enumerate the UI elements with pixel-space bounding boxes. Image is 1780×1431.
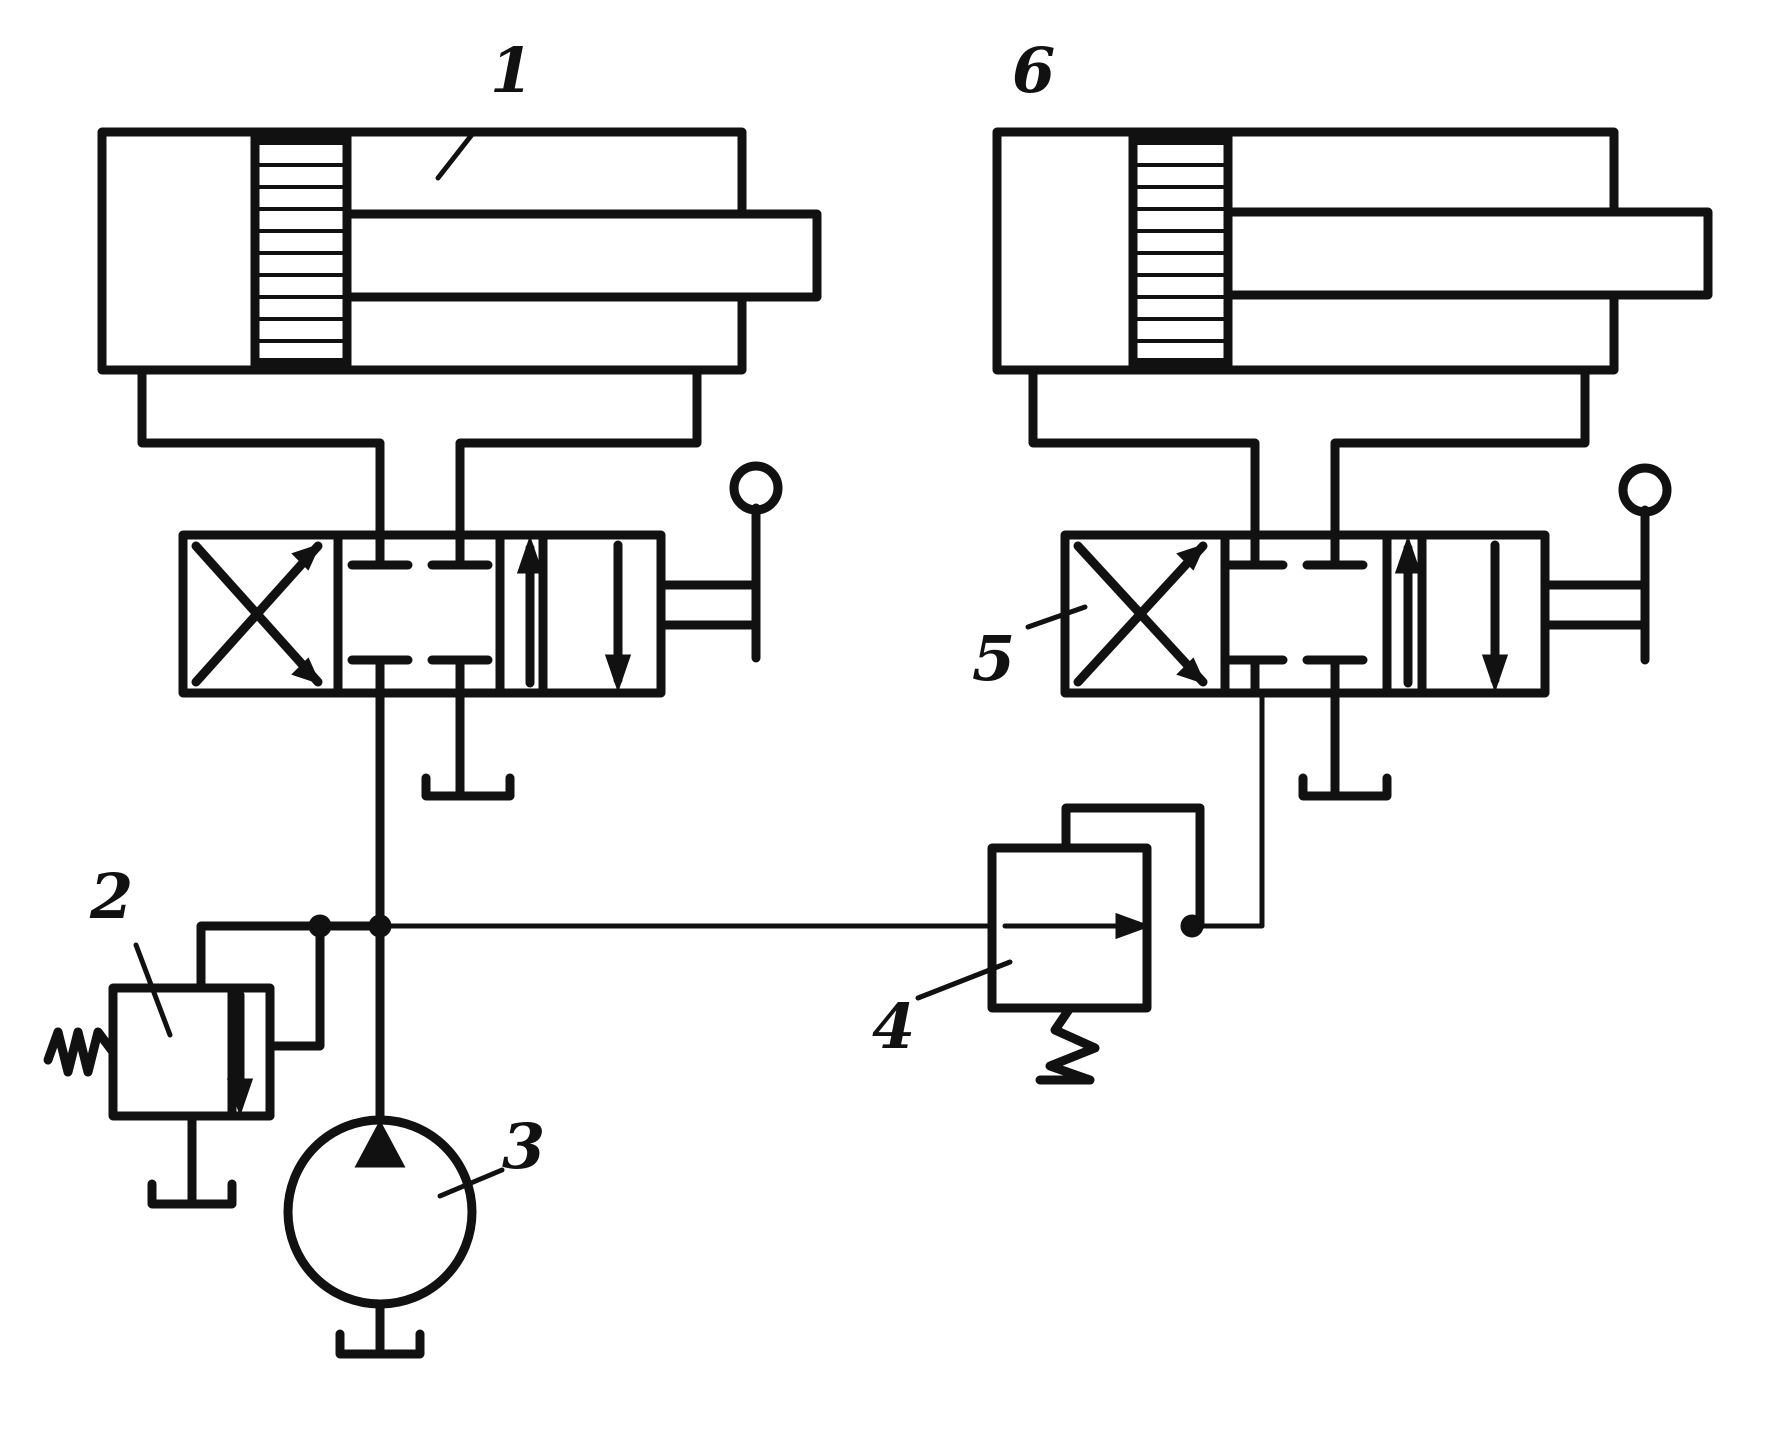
label-3-text: 3 (502, 1110, 545, 1183)
label-5-text: 5 (972, 622, 1015, 695)
label-6-text: 6 (1012, 34, 1055, 107)
label-4: 4 (872, 959, 1013, 1063)
label-6: 6 (1012, 34, 1055, 107)
label-1: 1 (435, 34, 533, 181)
tank-valve-5 (1298, 688, 1392, 801)
cylinder-1 (97, 127, 822, 540)
tank-valve-1 (421, 688, 515, 801)
label-5: 5 (972, 604, 1088, 695)
relief-valve-2 (43, 983, 275, 1209)
directional-valve-5 (1060, 463, 1672, 698)
pump-3 (283, 1115, 477, 1359)
label-2: 2 (89, 860, 173, 1038)
label-4-text: 4 (872, 990, 915, 1063)
label-2-text: 2 (89, 860, 133, 933)
label-3: 3 (437, 1110, 545, 1199)
directional-valve-1 (178, 461, 783, 698)
pressure-lines (196, 688, 1265, 1122)
pressure-valve-4 (987, 803, 1205, 1085)
label-1-text: 1 (490, 34, 533, 107)
cylinder-6 (992, 127, 1713, 540)
